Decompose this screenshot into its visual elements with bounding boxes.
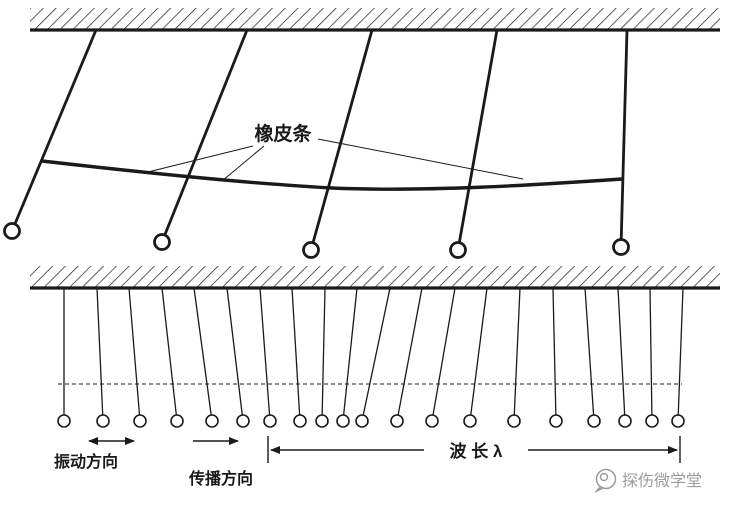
pendulum-bob xyxy=(463,414,477,428)
leader-line xyxy=(221,145,265,182)
bottom-pendulum-group xyxy=(57,287,685,428)
pendulum-bob xyxy=(302,241,320,259)
pendulum-bob xyxy=(153,233,171,251)
pendulum-string xyxy=(513,287,521,422)
pendulum-string xyxy=(226,287,244,422)
pendulum-bob xyxy=(425,414,439,428)
rubber-band-label: 橡皮条 xyxy=(254,122,312,145)
pendulum-string xyxy=(193,287,213,422)
pendulum-string xyxy=(584,287,595,422)
watermark-logo-circle xyxy=(595,468,617,490)
top-ceiling xyxy=(30,8,720,32)
propagation-direction-label: 传播方向 xyxy=(188,469,253,488)
pendulum-bob xyxy=(336,414,350,428)
bottom-ceiling-hatch xyxy=(30,266,720,288)
pendulum-string xyxy=(10,29,98,232)
pendulum-string xyxy=(649,287,653,422)
pendulum-string xyxy=(342,287,358,422)
pendulum-bob xyxy=(263,414,277,428)
pendulum-bob xyxy=(612,238,630,256)
pendulum-bob xyxy=(549,414,563,428)
leader-line xyxy=(147,145,254,173)
pendulum-string xyxy=(361,287,391,422)
pendulum-string xyxy=(456,29,499,251)
pendulum-bob xyxy=(133,414,147,428)
watermark-logo-inner-circle xyxy=(599,472,609,482)
pendulum-bob xyxy=(645,414,659,428)
pendulum-bob xyxy=(57,414,71,428)
pendulum-bob xyxy=(96,414,110,428)
leader-line xyxy=(317,138,524,180)
vibration-direction-label: 振动方向 xyxy=(54,452,118,471)
watermark-logo-icon xyxy=(594,468,617,493)
pendulum-bob xyxy=(390,414,404,428)
pendulum-bob xyxy=(618,414,632,428)
pendulum-bob xyxy=(449,241,467,259)
bottom-ceiling xyxy=(30,266,720,290)
pendulum-bob xyxy=(315,414,329,428)
top-pendulum-group xyxy=(3,29,630,259)
pendulum-string xyxy=(161,287,178,422)
pendulum-string xyxy=(291,287,301,422)
pendulum-string xyxy=(321,287,326,422)
pendulum-bob xyxy=(671,414,685,428)
pendulum-string xyxy=(160,29,249,243)
pendulum-bob xyxy=(507,414,521,428)
pendulum-string xyxy=(552,287,557,422)
wavelength-span xyxy=(267,436,681,463)
pendulum-string xyxy=(396,287,423,422)
pendulum-string xyxy=(677,287,684,422)
pendulum-string xyxy=(431,287,456,422)
pendulum-bob xyxy=(293,414,307,428)
watermark-label: 探伤微学堂 xyxy=(622,472,702,490)
pendulum-string xyxy=(96,287,104,422)
pendulum-bob xyxy=(587,414,601,428)
watermark-logo-tail xyxy=(594,487,603,493)
pendulum-bob xyxy=(205,414,219,428)
watermark: 探伤微学堂 xyxy=(594,468,702,493)
pendulum-string xyxy=(309,29,374,251)
pendulum-string xyxy=(617,287,626,422)
pendulum-bob xyxy=(236,414,250,428)
rubber-band xyxy=(41,159,623,191)
rubber-band-leader-lines xyxy=(147,138,524,182)
pendulum-bob xyxy=(355,414,369,428)
pendulum-string xyxy=(128,287,141,422)
pendulum-bob xyxy=(3,222,21,240)
pendulum-string xyxy=(469,287,488,422)
pendulum-bob xyxy=(170,414,184,428)
top-ceiling-hatch xyxy=(30,8,720,30)
pendulum-string xyxy=(259,287,271,422)
wavelength-label: 波 长 λ xyxy=(450,441,503,461)
pendulum-string xyxy=(619,29,629,248)
